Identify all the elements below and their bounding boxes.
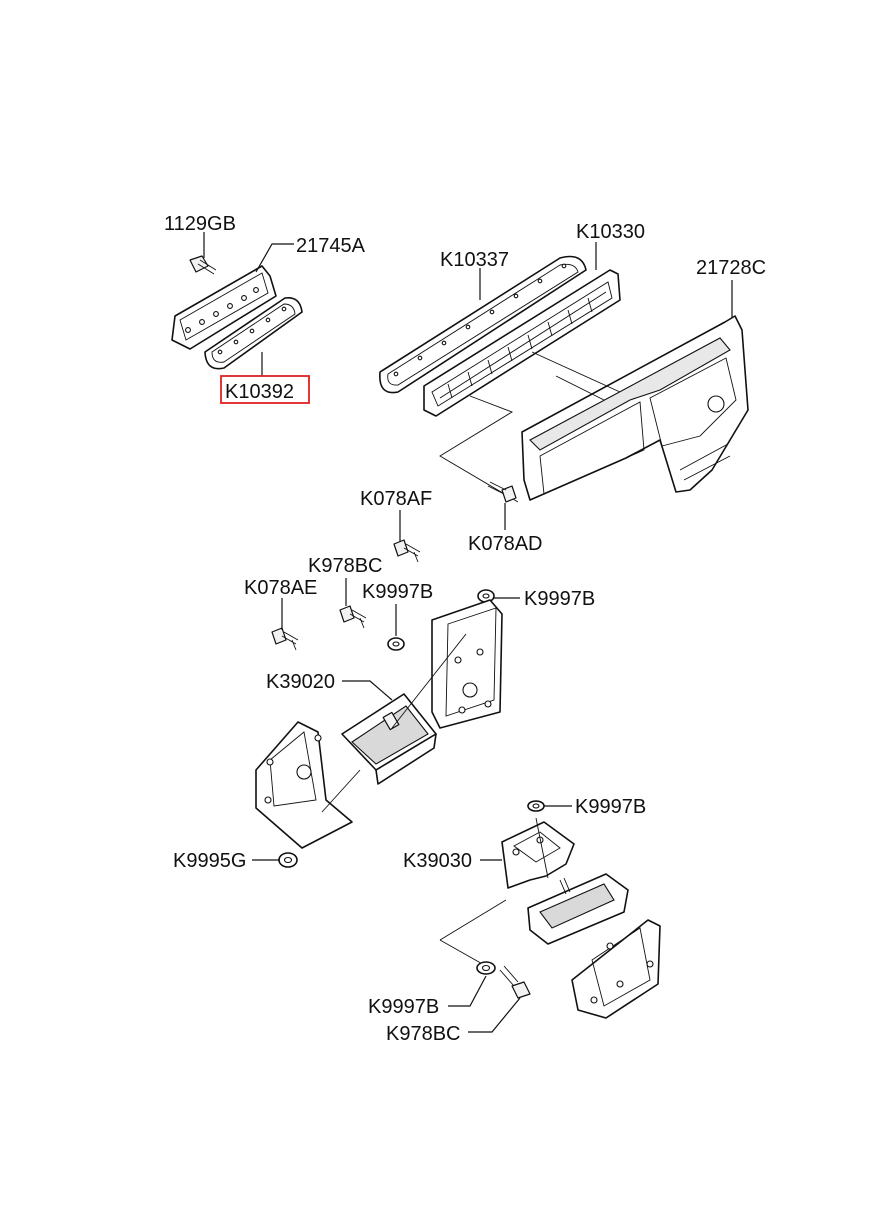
mount-plate: [431, 599, 503, 729]
bolt-K978BC-lower: [499, 965, 531, 999]
label-21728C[interactable]: 21728C: [696, 257, 766, 279]
cover-plate-21745A: [171, 265, 277, 350]
label-K078AE[interactable]: K078AE: [244, 577, 317, 599]
label-K9997B-right[interactable]: K9997B: [524, 588, 595, 610]
label-K9997B-left[interactable]: K9997B: [362, 581, 433, 603]
label-K9997B-lower[interactable]: K9997B: [368, 996, 439, 1018]
bolt-K078AF: [393, 539, 421, 563]
washer-K9997B-left: [387, 637, 405, 651]
label-K39030[interactable]: K39030: [403, 850, 472, 872]
washer-K9997B-lower: [476, 961, 496, 975]
mount-bracket-left: [255, 721, 361, 849]
nut-K9995G: [278, 852, 298, 868]
manifold-21728C: [521, 315, 749, 501]
label-K10330[interactable]: K10330: [576, 221, 645, 243]
plate-K10330: [423, 269, 621, 417]
mount-bracket-K39030: [501, 817, 575, 889]
label-K10337[interactable]: K10337: [440, 249, 509, 271]
bolt-1129GB: [189, 255, 217, 275]
mount-bracket-lower-right: [571, 919, 661, 1019]
label-K9995G[interactable]: K9995G: [173, 850, 246, 872]
label-K9997B-upper-right[interactable]: K9997B: [575, 796, 646, 818]
highlight-box: [220, 375, 310, 404]
mount-K39020: [341, 693, 437, 785]
gasket-K10392: [204, 296, 303, 370]
label-1129GB[interactable]: 1129GB: [164, 213, 236, 235]
label-K978BC-lower[interactable]: K978BC: [386, 1023, 461, 1045]
washer-K9997B-right: [477, 589, 495, 603]
label-K39020[interactable]: K39020: [266, 671, 335, 693]
label-K978BC[interactable]: K978BC: [308, 555, 383, 577]
washer-K9997B-upper-right: [527, 800, 545, 812]
label-K078AF[interactable]: K078AF: [360, 488, 432, 510]
label-21745A[interactable]: 21745A: [296, 235, 366, 257]
label-K10392[interactable]: K10392: [225, 381, 294, 403]
mount-K39030-rubber: [527, 873, 629, 945]
gasket-K10337: [379, 255, 587, 394]
label-K078AD[interactable]: K078AD: [468, 533, 543, 555]
bolt-K078AD: [487, 481, 517, 503]
bolt-K978BC: [339, 605, 367, 629]
bolt-K078AE: [271, 627, 299, 651]
